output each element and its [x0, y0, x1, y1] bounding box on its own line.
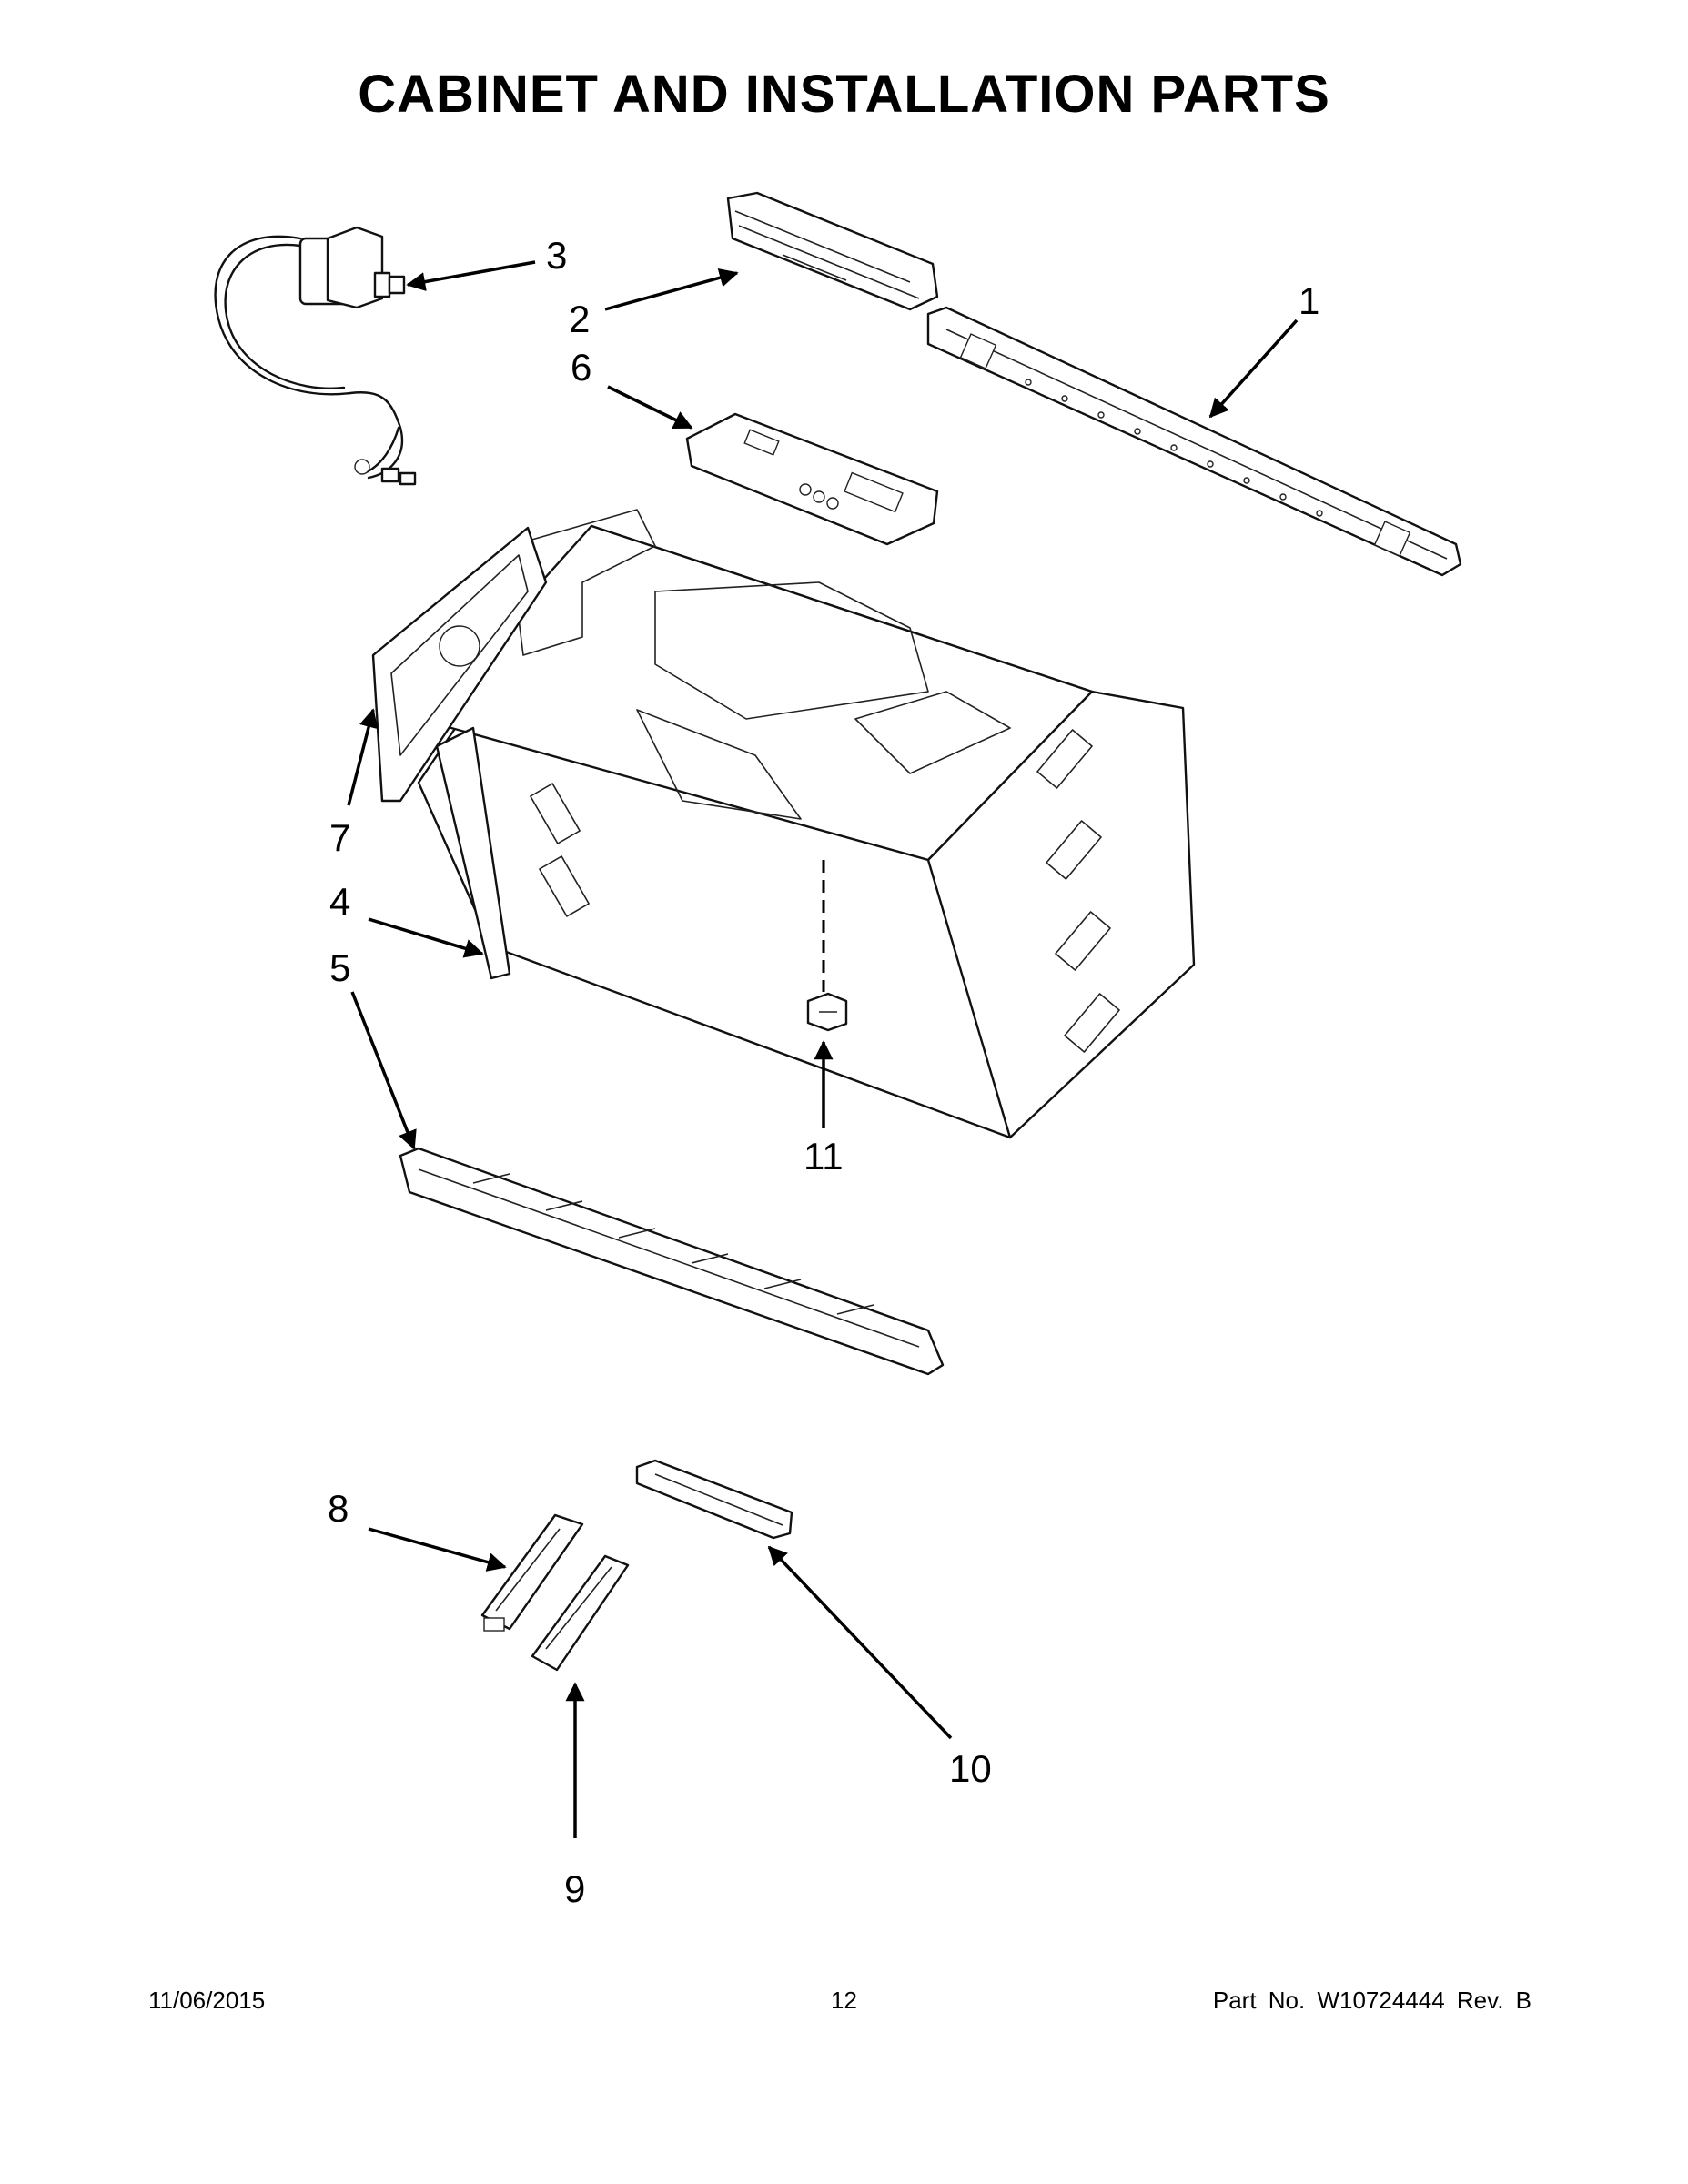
callout-numbers: 3 2 1 6 7 4 5 11 8 10 9 — [328, 234, 1319, 1910]
callout-6: 6 — [571, 346, 591, 389]
part-2-bracket — [726, 191, 939, 311]
callout-2: 2 — [569, 298, 590, 340]
part-7-side-panel — [371, 526, 548, 980]
callout-7: 7 — [329, 816, 350, 859]
callout-10: 10 — [949, 1747, 992, 1790]
callout-1: 1 — [1299, 279, 1319, 322]
part-5-vent-grille — [399, 1147, 945, 1376]
part-11-clip — [806, 860, 848, 1032]
callout-9: 9 — [564, 1867, 585, 1910]
part-1-mounting-rail — [926, 306, 1462, 577]
callout-8: 8 — [328, 1487, 349, 1530]
footer-part-number: Part No. W10724444 Rev. B — [1212, 1987, 1531, 2014]
callout-11: 11 — [804, 1135, 844, 1178]
callout-3: 3 — [546, 234, 567, 277]
part-10-rail — [635, 1459, 793, 1540]
part-4-cabinet-shell — [417, 509, 1196, 1139]
part-9-bracket — [531, 1554, 630, 1672]
footer-date: 11/06/2015 — [148, 1987, 266, 2014]
footer-page-number: 12 — [831, 1987, 857, 2014]
page-title: CABINET AND INSTALLATION PARTS — [358, 65, 1330, 124]
callout-5: 5 — [329, 946, 350, 989]
part-8-bracket — [480, 1513, 584, 1632]
part-3-power-cord — [214, 226, 417, 486]
leader-lines — [347, 260, 1299, 1838]
callout-4: 4 — [329, 880, 350, 923]
part-6-control-plate — [685, 412, 939, 546]
